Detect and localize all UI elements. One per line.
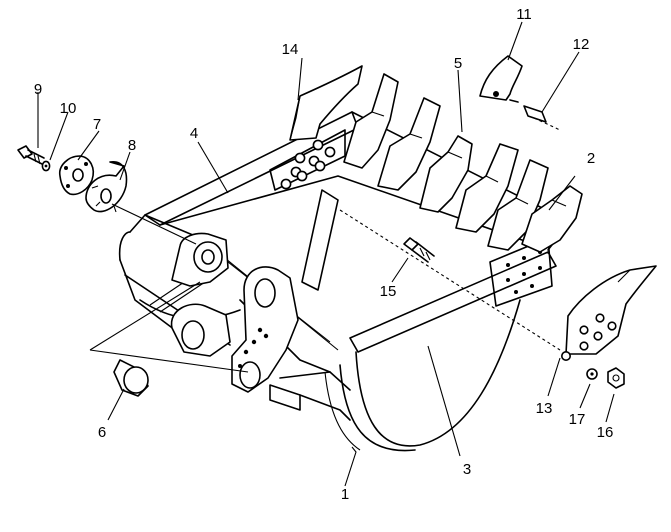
bolt-part-12: [509, 99, 547, 123]
bolt-part-9: [17, 145, 45, 165]
label-1: 1: [341, 486, 349, 503]
tooth-3: [419, 135, 473, 213]
pin-boss-right: [231, 266, 299, 393]
side-plate-bolts: [280, 139, 336, 190]
label-15: 15: [380, 283, 397, 300]
label-14: 14: [282, 41, 299, 58]
tooth-5: [487, 159, 549, 251]
label-4: 4: [190, 125, 198, 142]
label-17: 17: [569, 411, 586, 428]
tooth-1: [343, 73, 399, 169]
nut-part-16: [607, 367, 625, 389]
label-12: 12: [573, 36, 590, 53]
label-16: 16: [597, 424, 614, 441]
label-10: 10: [60, 100, 77, 117]
label-7: 7: [93, 116, 101, 133]
mounting-bracket: [170, 303, 231, 357]
label-2: 2: [587, 150, 595, 167]
leader-lines: [37, 21, 615, 487]
pin-part-6: [113, 359, 149, 397]
side-cutter-left: [289, 65, 363, 141]
spacer-part-8: [85, 161, 128, 213]
label-13: 13: [536, 400, 553, 417]
label-5: 5: [454, 55, 462, 72]
tooth-6: [521, 185, 583, 253]
assembly-lines: [89, 117, 561, 373]
tooth-2: [377, 97, 441, 191]
label-3: 3: [463, 461, 471, 478]
callout-labels: 1 2 3 4 5 6 7 8 9 10 11 12 13 14 15 16 1…: [34, 6, 614, 503]
washer-part-10: [41, 160, 51, 172]
pin-boss-left: [171, 232, 229, 287]
bolt-part-15: [403, 237, 435, 263]
label-9: 9: [34, 81, 42, 98]
label-8: 8: [128, 137, 136, 154]
lock-ring-part-7: [58, 155, 95, 196]
tooth-point-part-11: [479, 55, 523, 101]
tooth-4: [455, 143, 519, 233]
label-6: 6: [98, 424, 106, 441]
label-11: 11: [516, 6, 532, 23]
side-cutter-right: [560, 265, 657, 361]
washer-part-17: [586, 368, 598, 380]
side-plate-left: [269, 129, 346, 191]
teeth-row: [343, 73, 583, 253]
